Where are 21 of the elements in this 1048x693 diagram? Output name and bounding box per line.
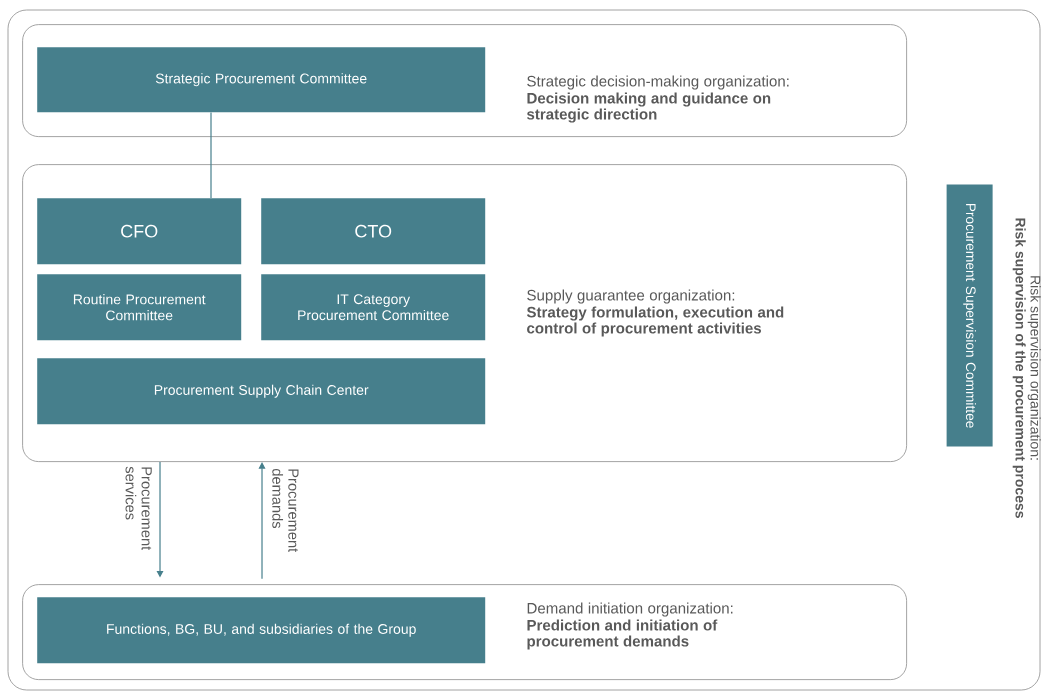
committee-box: IT Category Procurement Committee <box>261 274 486 341</box>
band-heading: Demand initiation organization: <box>527 602 733 617</box>
band-description: Prediction and initiation of procurement demands <box>527 619 718 650</box>
committee-box: Functions, BG, BU, and subsidiaries of the Group <box>37 597 486 664</box>
arrow <box>258 462 266 580</box>
band-heading: Strategic decision-making organization: <box>527 75 789 90</box>
edge-label: Procurement services <box>125 466 152 551</box>
committee-box: Procurement Supply Chain Center <box>37 358 486 425</box>
committee-box: CTO <box>261 198 486 265</box>
edge-label: Procurement demands <box>272 468 299 553</box>
committee-box: Strategic Procurement Committee <box>37 47 486 113</box>
committee-box: Procurement Supervision Committee <box>946 184 993 447</box>
band-heading: Supply guarantee organization: <box>527 289 735 304</box>
side-heading: Risk supervision organization: <box>1027 276 1041 460</box>
outer-frame <box>7 9 1041 691</box>
committee-box: CFO <box>37 198 242 265</box>
committee-box: Routine Procurement Committee <box>37 274 242 341</box>
band-description: Strategy formulation, execution and control of procurement activities <box>526 306 784 337</box>
connector-line <box>210 111 212 199</box>
side-description: Risk supervision of the procurement process <box>1012 218 1026 518</box>
band-description: Decision making and guidance on strategic direction <box>527 92 771 123</box>
